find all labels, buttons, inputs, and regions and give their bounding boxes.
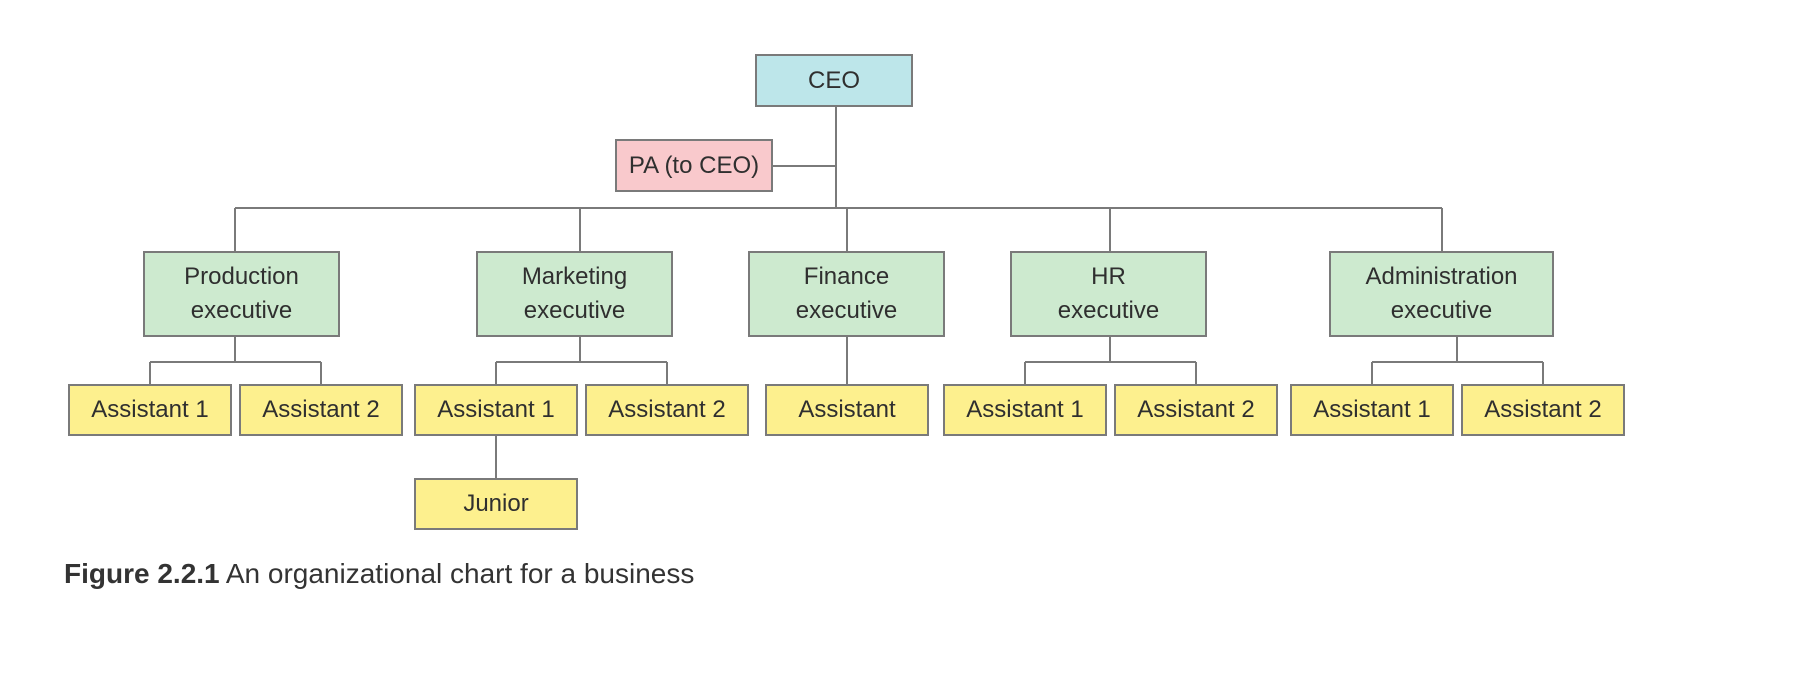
hr-assistant-2-box: Assistant 2 (1114, 384, 1278, 436)
executive-label-line1: Production (184, 263, 299, 290)
assistant-label: Assistant 2 (262, 396, 380, 423)
production-executive-box: Production executive (143, 251, 340, 337)
pa-box: PA (to CEO) (615, 139, 773, 192)
executive-label-line1: Marketing (521, 263, 628, 290)
marketing-executive-box: Marketing executive (476, 251, 673, 337)
assistant-label: Assistant (798, 396, 896, 423)
production-assistant-2-box: Assistant 2 (239, 384, 403, 436)
assistant-label: Assistant 1 (437, 396, 555, 423)
executive-label-line2: executive (190, 297, 293, 324)
hr-assistant-1-box: Assistant 1 (943, 384, 1107, 436)
figure-caption: Figure 2.2.1 An organizational chart for… (64, 558, 694, 590)
marketing-assistant-1-box: Assistant 1 (414, 384, 578, 436)
executive-label-line1: Administration (1365, 263, 1518, 290)
production-assistant-1-box: Assistant 1 (68, 384, 232, 436)
administration-assistant-2-box: Assistant 2 (1461, 384, 1625, 436)
marketing-assistant-2-box: Assistant 2 (585, 384, 749, 436)
junior-label: Junior (463, 490, 529, 517)
finance-assistant-box: Assistant (765, 384, 929, 436)
administration-assistant-1-box: Assistant 1 (1290, 384, 1454, 436)
executive-label-line2: executive (1390, 297, 1493, 324)
ceo-box: CEO (755, 54, 913, 107)
finance-executive-box: Finance executive (748, 251, 945, 337)
executive-label-line2: executive (523, 297, 626, 324)
assistant-label: Assistant 2 (1137, 396, 1255, 423)
assistant-label: Assistant 2 (1484, 396, 1602, 423)
assistant-label: Assistant 2 (608, 396, 726, 423)
assistant-label: Assistant 1 (91, 396, 209, 423)
assistant-label: Assistant 1 (966, 396, 1084, 423)
ceo-label: CEO (807, 66, 860, 94)
assistant-label: Assistant 1 (1313, 396, 1431, 423)
pa-label: PA (to CEO) (628, 151, 760, 179)
marketing-junior-box: Junior (414, 478, 578, 530)
executive-label-line2: executive (1057, 297, 1160, 324)
executive-label-line2: executive (795, 297, 898, 324)
administration-executive-box: Administration executive (1329, 251, 1554, 337)
hr-executive-box: HR executive (1010, 251, 1207, 337)
figure-caption-label: Figure 2.2.1 (64, 558, 220, 589)
executive-label-line1: HR (1091, 263, 1126, 290)
figure-caption-text: An organizational chart for a business (219, 558, 695, 589)
executive-label-line1: Finance (803, 263, 890, 290)
